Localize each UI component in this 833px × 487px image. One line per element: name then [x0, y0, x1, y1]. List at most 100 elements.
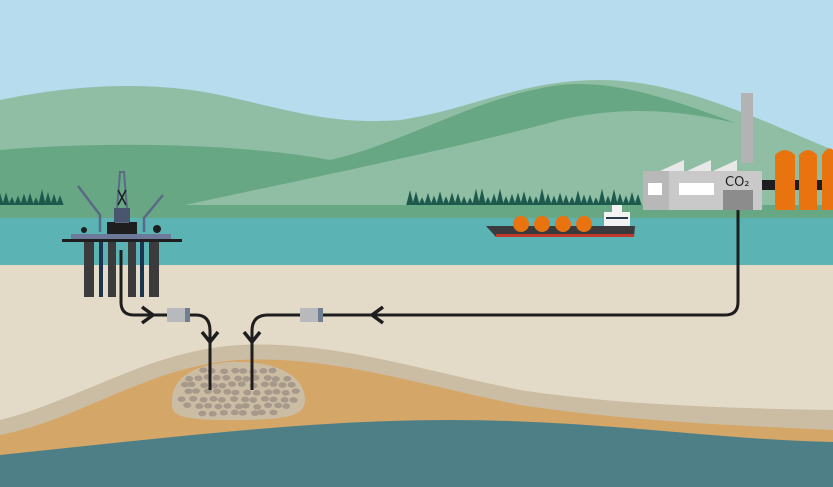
- tree-icon: [424, 193, 432, 206]
- stone: [271, 376, 280, 382]
- tree-icon: [44, 192, 52, 206]
- stone: [184, 388, 193, 395]
- treeline: [0, 188, 642, 206]
- tree-icon: [526, 195, 534, 206]
- stone: [199, 367, 208, 373]
- stone: [252, 390, 261, 396]
- stone: [189, 395, 198, 402]
- stone: [220, 368, 229, 375]
- stone: [177, 396, 186, 403]
- tree-icon: [448, 192, 456, 206]
- tree-icon: [586, 194, 594, 206]
- stone: [257, 409, 266, 416]
- tree-icon: [2, 192, 10, 206]
- stone: [234, 403, 243, 410]
- stone: [231, 389, 240, 396]
- stone: [251, 410, 260, 416]
- factory-icon: CO₂: [643, 93, 762, 210]
- tree-icon: [538, 188, 546, 206]
- stone: [241, 402, 250, 409]
- stone: [192, 388, 201, 394]
- stone: [259, 368, 268, 374]
- tree-icon: [412, 191, 420, 206]
- deep-layer: [0, 420, 833, 487]
- stone: [281, 389, 290, 396]
- stone: [237, 381, 246, 387]
- stone: [234, 375, 243, 382]
- co2-label: CO₂: [725, 175, 750, 190]
- tree-icon: [32, 197, 40, 206]
- tree-icon: [466, 197, 474, 206]
- stone: [228, 381, 237, 387]
- compressor-icon: [167, 308, 190, 322]
- stone: [249, 397, 258, 403]
- tree-icon: [562, 194, 570, 206]
- stone: [291, 388, 300, 394]
- arrow-icon: [369, 305, 385, 325]
- stone: [282, 403, 291, 409]
- stone: [243, 389, 252, 396]
- stone: [198, 410, 207, 417]
- pipe-to-tanks: [762, 180, 833, 190]
- stone: [230, 409, 239, 416]
- tree-icon: [56, 195, 64, 206]
- tree-icon: [478, 188, 486, 206]
- flow-arrows: [140, 305, 385, 345]
- stone: [181, 381, 190, 388]
- tree-icon: [430, 195, 438, 206]
- tree-icon: [622, 195, 630, 206]
- stone: [210, 382, 219, 389]
- tree-icon: [604, 195, 612, 206]
- tree-icon: [454, 193, 462, 206]
- tree-icon: [38, 189, 46, 206]
- arrow-icon: [242, 330, 262, 345]
- oil-rig-icon: [62, 171, 182, 297]
- stone: [195, 403, 204, 409]
- stone: [274, 402, 283, 409]
- tree-icon: [634, 193, 642, 206]
- tree-icon: [8, 196, 16, 206]
- stone: [264, 389, 273, 396]
- stone: [213, 388, 222, 395]
- tree-icon: [418, 197, 426, 206]
- tree-icon: [610, 189, 618, 206]
- stone: [239, 368, 248, 374]
- stone: [289, 397, 298, 403]
- stone: [278, 382, 287, 388]
- tree-icon: [406, 190, 414, 206]
- tree-icon: [520, 191, 528, 206]
- tree-icon: [574, 190, 582, 206]
- stone: [223, 403, 232, 409]
- stone: [204, 402, 213, 409]
- stone: [199, 397, 208, 403]
- pipeline: [119, 210, 740, 390]
- stone: [231, 367, 240, 374]
- stone: [183, 402, 192, 408]
- stone: [269, 409, 278, 416]
- stone: [268, 367, 277, 374]
- tree-icon: [550, 195, 558, 206]
- tree-icon: [436, 191, 444, 206]
- tree-icon: [496, 188, 504, 206]
- stone: [260, 396, 269, 402]
- stone: [222, 374, 231, 381]
- tree-icon: [544, 193, 552, 206]
- tree-icon: [460, 196, 468, 206]
- stone: [219, 409, 228, 416]
- stone: [185, 375, 194, 382]
- tree-icon: [628, 191, 636, 206]
- stone: [287, 381, 296, 388]
- stone: [269, 396, 278, 403]
- stone: [269, 381, 278, 387]
- tree-icon: [442, 196, 450, 206]
- stone: [194, 375, 203, 382]
- compressor-icon: [300, 308, 323, 322]
- tree-icon: [508, 193, 516, 206]
- tree-icon: [514, 192, 522, 206]
- stone: [264, 402, 273, 409]
- stone: [212, 374, 221, 381]
- stone: [263, 375, 272, 381]
- stone: [217, 396, 226, 403]
- tree-icon: [26, 192, 34, 206]
